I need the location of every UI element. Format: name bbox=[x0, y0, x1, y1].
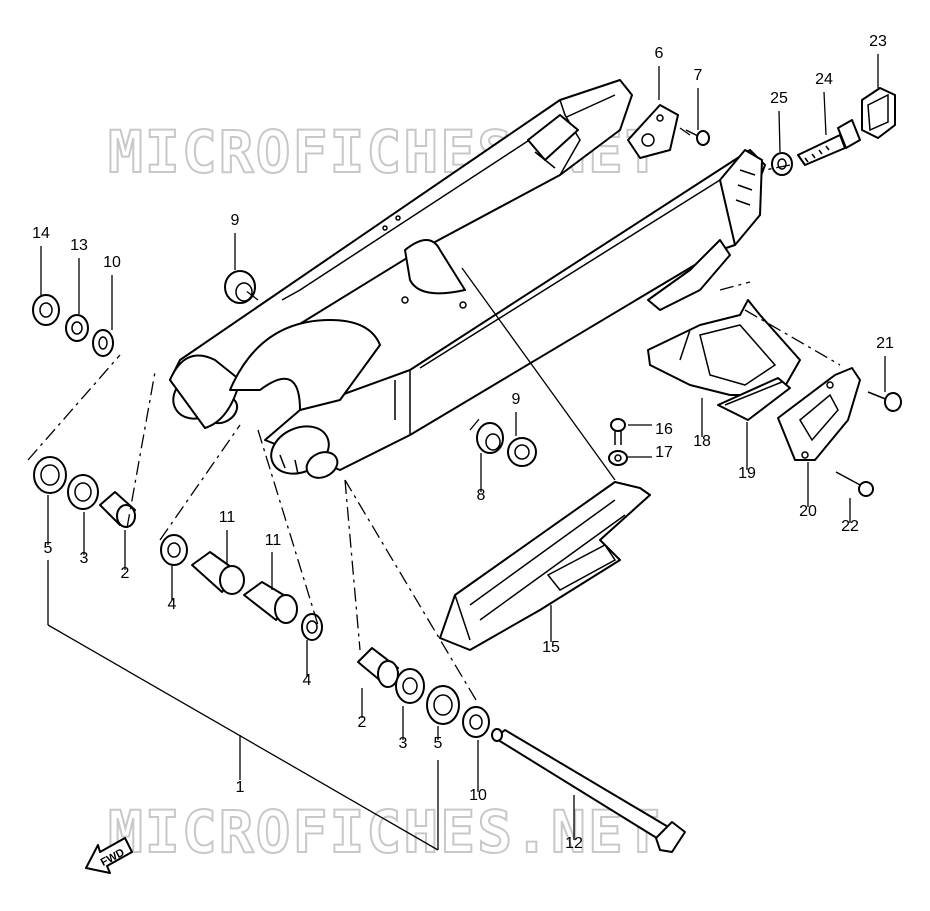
callout-13: 13 bbox=[70, 237, 88, 254]
part-10-collar-lower bbox=[462, 706, 490, 738]
part-4-bearing-a bbox=[160, 534, 188, 566]
part-15-chain-slider bbox=[439, 481, 651, 651]
callout-11: 11 bbox=[219, 509, 236, 526]
part-11-sleeve-b bbox=[243, 581, 298, 624]
part-6-plate bbox=[627, 104, 679, 159]
callout-3: 3 bbox=[80, 550, 89, 567]
part-22-bolt bbox=[835, 471, 874, 497]
part-2-bushing-left bbox=[99, 491, 136, 528]
callout-25: 25 bbox=[770, 90, 788, 107]
part-4-bearing-b bbox=[301, 613, 323, 641]
part-3-bearing-right bbox=[395, 668, 425, 704]
callout-8: 8 bbox=[477, 487, 486, 504]
callout-23: 23 bbox=[869, 33, 887, 50]
callout-layer: 1223344556789910101111121314151617181920… bbox=[32, 33, 894, 852]
leader-lines bbox=[27, 54, 886, 851]
part-7-bolt bbox=[685, 129, 710, 146]
callout-24: 24 bbox=[815, 71, 833, 88]
callout-6: 6 bbox=[655, 45, 664, 62]
part-3-bearing-left bbox=[67, 474, 99, 510]
callout-18: 18 bbox=[693, 433, 711, 450]
callout-5: 5 bbox=[434, 735, 443, 752]
part-10-collar bbox=[92, 329, 114, 357]
callout-2: 2 bbox=[121, 565, 130, 582]
callout-4: 4 bbox=[168, 596, 177, 613]
callout-20: 20 bbox=[799, 503, 817, 520]
part-17-nut bbox=[608, 450, 628, 466]
part-9-cap-upper bbox=[224, 270, 256, 304]
callout-22: 22 bbox=[841, 518, 859, 535]
part-5-seal-right bbox=[426, 685, 460, 725]
callout-9: 9 bbox=[512, 391, 521, 408]
callout-16: 16 bbox=[655, 421, 673, 438]
callout-14: 14 bbox=[32, 225, 50, 242]
callout-15: 15 bbox=[542, 639, 560, 656]
part-18-chain-guide bbox=[647, 299, 801, 396]
callout-7: 7 bbox=[694, 67, 703, 84]
part-2-bushing-right bbox=[357, 647, 399, 688]
part-19-guide-pad bbox=[717, 377, 791, 421]
callout-5: 5 bbox=[44, 540, 53, 557]
callout-10: 10 bbox=[469, 787, 487, 804]
part-14-nut bbox=[32, 294, 60, 326]
part-23-clip bbox=[861, 87, 896, 139]
watermark-bottom: MICROFICHES.NET bbox=[108, 798, 662, 866]
part-5-seal-left bbox=[33, 456, 67, 494]
part-12-pivot-shaft bbox=[491, 728, 686, 853]
callout-11: 11 bbox=[265, 532, 282, 549]
swingarm-body bbox=[169, 79, 766, 479]
part-25-nut bbox=[771, 152, 793, 176]
part-16-screw bbox=[610, 418, 626, 445]
part-11-sleeve-a bbox=[191, 551, 245, 595]
part-20-guide-plate bbox=[777, 367, 861, 461]
callout-19: 19 bbox=[738, 465, 756, 482]
callout-1: 1 bbox=[236, 779, 245, 796]
callout-9: 9 bbox=[231, 212, 240, 229]
callout-17: 17 bbox=[655, 444, 673, 461]
part-24-bolt bbox=[797, 119, 861, 166]
callout-4: 4 bbox=[303, 672, 312, 689]
part-21-bolt bbox=[867, 391, 902, 412]
callout-21: 21 bbox=[876, 335, 894, 352]
callout-3: 3 bbox=[399, 735, 408, 752]
callout-2: 2 bbox=[358, 714, 367, 731]
callout-10: 10 bbox=[103, 254, 121, 271]
part-9-cap-lower bbox=[507, 437, 537, 467]
part-13-washer bbox=[65, 314, 89, 342]
callout-12: 12 bbox=[565, 835, 583, 852]
part-8-bearing bbox=[476, 422, 504, 454]
